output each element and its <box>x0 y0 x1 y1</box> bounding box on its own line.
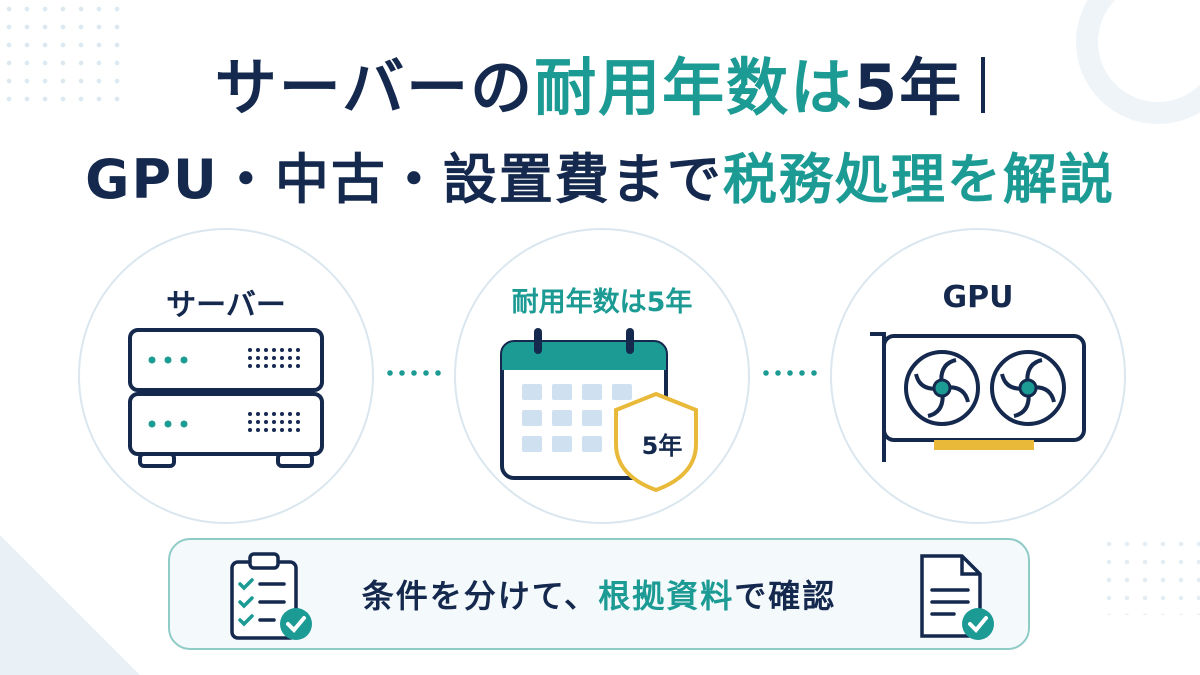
title-text: 5年 <box>854 51 964 124</box>
checklist-clipboard-icon <box>230 552 312 640</box>
gpu-card-icon <box>870 332 1086 462</box>
title-highlight: 耐用年数は <box>534 51 855 124</box>
banner-highlight: 根拠資料 <box>598 577 735 615</box>
decorative-triangle <box>0 535 140 675</box>
gpu-card: GPU <box>830 228 1126 524</box>
page-title-line1: サーバーの耐用年数は5年 <box>0 48 1200 128</box>
card-label: サーバー <box>166 288 286 323</box>
title-text: GPU・中古・設置費まで <box>85 148 723 211</box>
five-year-badge: 5年 <box>641 432 683 460</box>
calendar-icon <box>500 328 698 493</box>
card-label: 耐用年数は5年 <box>511 287 693 318</box>
card-label: GPU <box>942 280 1014 315</box>
summary-banner: 条件を分けて、根拠資料で確認 <box>168 538 1030 650</box>
banner-text: 条件を分けて、根拠資料で確認 <box>170 540 1028 648</box>
document-check-icon <box>920 554 994 640</box>
dotted-connector <box>760 370 820 376</box>
dotted-connector <box>384 370 444 376</box>
decorative-dots <box>1100 535 1200 615</box>
server-icon <box>128 328 324 468</box>
useful-life-card: 耐用年数は5年 5年 <box>454 228 750 524</box>
banner-text-part: で確認 <box>734 577 837 615</box>
banner-text-part: 条件を分けて、 <box>361 577 599 615</box>
title-divider <box>981 57 986 113</box>
server-card: サーバー <box>78 228 374 524</box>
title-highlight: 税務処理を解説 <box>722 148 1115 211</box>
title-text: サーバーの <box>214 51 535 124</box>
page-title-line2: GPU・中古・設置費まで税務処理を解説 <box>0 140 1200 220</box>
